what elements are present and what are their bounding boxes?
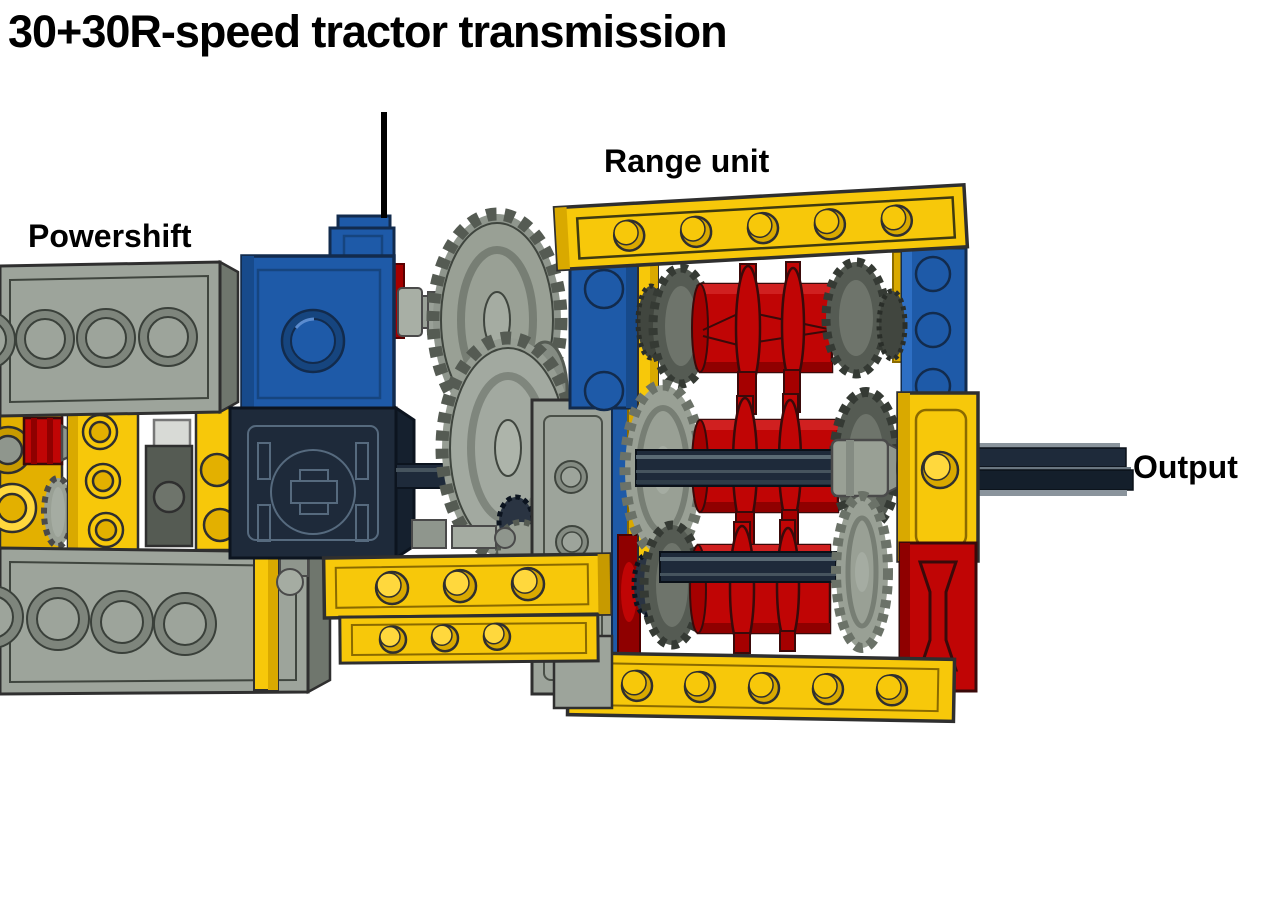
front-beam-upper (321, 552, 613, 620)
red-driving-ring (698, 282, 834, 374)
page-title: 30+30R-speed tractor transmission (8, 6, 728, 57)
bottom-axle (659, 551, 837, 583)
output-label: Output (1133, 449, 1238, 485)
powershift-top-beam (0, 259, 240, 418)
front-beam-lower (338, 613, 600, 665)
powershift-clutch-assembly (228, 214, 473, 561)
powershift-label: Powershift (28, 218, 192, 254)
range-row-bottom (631, 491, 893, 654)
range-unit-label: Range unit (604, 143, 770, 179)
output-bearing (896, 391, 980, 563)
powershift-bottom-beam (0, 546, 332, 696)
range-bottom-beam (565, 650, 957, 724)
powershift-inner-frame (0, 403, 240, 554)
axle-bush (830, 438, 890, 498)
powershift-pointer-line (381, 112, 387, 218)
under-clutch-details (411, 519, 516, 549)
output-axle (959, 443, 1134, 496)
range-top-beam (552, 182, 970, 272)
